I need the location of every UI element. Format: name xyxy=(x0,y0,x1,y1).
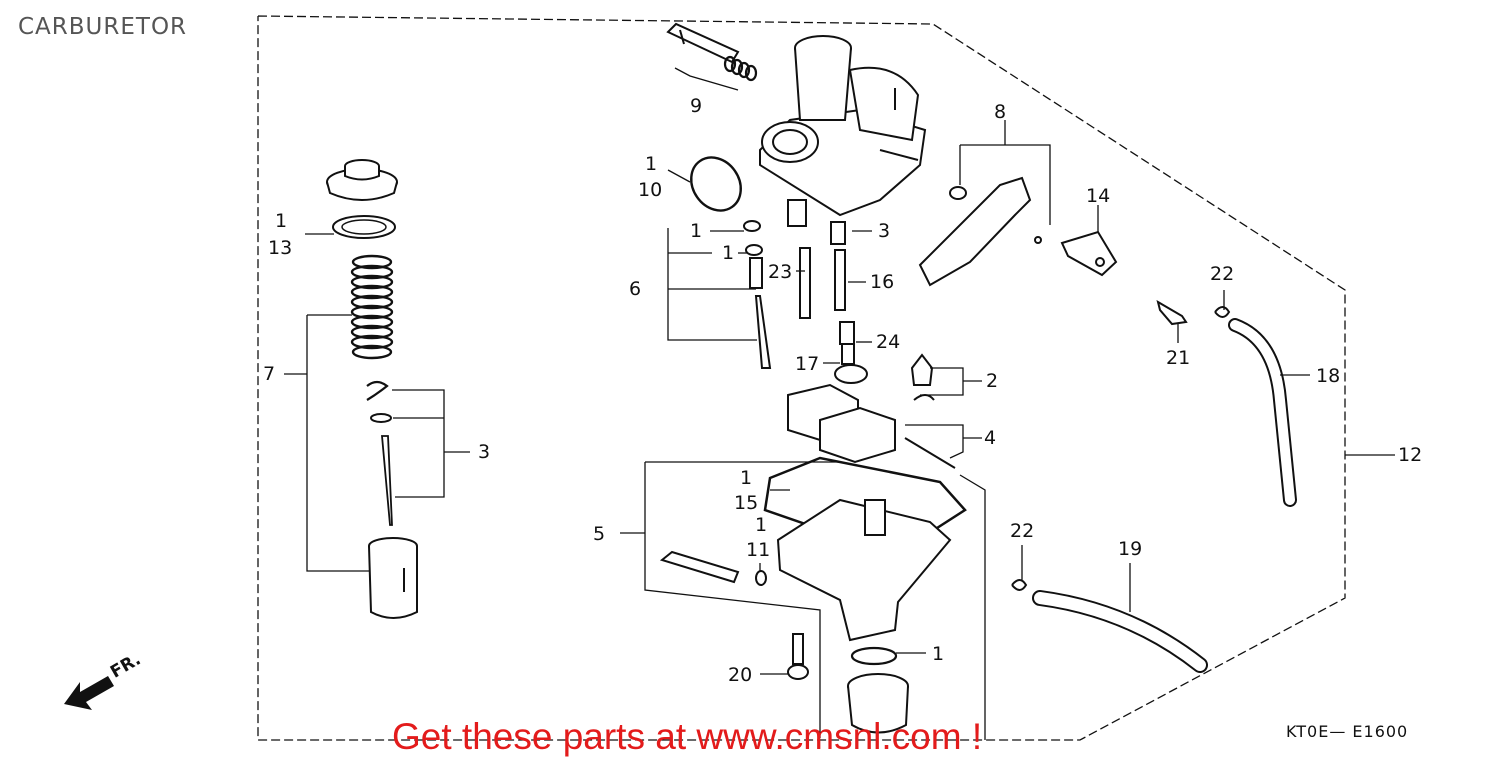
idle-spring xyxy=(723,55,758,82)
callout-16: 16 xyxy=(870,271,894,293)
callout-11: 11 xyxy=(746,539,770,561)
callout-3-needle: 3 xyxy=(478,441,490,463)
callout-24: 24 xyxy=(876,331,900,353)
callout-17: 17 xyxy=(795,353,819,375)
jet-needle xyxy=(381,435,393,526)
callout-1-airscrew-a: 1 xyxy=(690,220,702,242)
air-screw-set xyxy=(743,220,772,369)
drain-washer xyxy=(755,570,767,586)
callout-1-plug: 1 xyxy=(932,643,944,665)
needle-washer xyxy=(370,413,392,423)
callout-18: 18 xyxy=(1316,365,1340,387)
overflow-tube-18-inner xyxy=(1230,320,1295,505)
callout-8: 8 xyxy=(994,101,1006,123)
throttle-spring xyxy=(350,254,394,360)
main-jet xyxy=(834,321,868,384)
throttle-cap xyxy=(326,159,398,201)
callout-6: 6 xyxy=(629,278,641,300)
float-valve xyxy=(910,353,935,401)
float-chamber xyxy=(776,498,952,642)
callout-1-airscrew-b: 1 xyxy=(722,242,734,264)
needle-clip xyxy=(366,380,389,401)
callout-4: 4 xyxy=(984,427,996,449)
callout-14: 14 xyxy=(1086,185,1110,207)
drain-plug-washer xyxy=(850,646,898,666)
carburetor-body xyxy=(759,35,927,227)
page-title: CARBURETOR xyxy=(18,14,188,40)
throttle-valve xyxy=(368,537,418,619)
idle-screw xyxy=(666,22,740,64)
callout-12: 12 xyxy=(1398,444,1422,466)
front-arrow-icon xyxy=(64,676,114,710)
callout-3-needle-jet: 3 xyxy=(878,220,890,242)
callout-7: 7 xyxy=(263,363,275,385)
callout-20: 20 xyxy=(728,664,752,686)
assembly-boundary xyxy=(257,15,1346,741)
callout-21: 21 xyxy=(1166,347,1190,369)
drain-tube-19 xyxy=(1032,590,1208,673)
clip-22-upper xyxy=(1214,306,1231,318)
cable-holder xyxy=(1060,230,1118,277)
promo-link-text[interactable]: Get these parts at www.cmsnl.com ! xyxy=(392,716,983,757)
callout-19: 19 xyxy=(1118,538,1142,560)
cap-washer xyxy=(332,215,396,239)
callout-1-oring: 1 xyxy=(645,153,657,175)
needle-jet xyxy=(830,221,846,311)
float-chamber-gasket xyxy=(763,456,967,557)
drain-screw xyxy=(659,550,740,584)
callout-5: 5 xyxy=(593,523,605,545)
callout-1-gasket: 1 xyxy=(740,467,752,489)
screw-20 xyxy=(787,633,809,680)
screw-21 xyxy=(1156,299,1188,326)
callout-10: 10 xyxy=(638,179,662,201)
callout-1-cap: 1 xyxy=(275,210,287,232)
callout-23: 23 xyxy=(768,261,792,283)
drain-plug xyxy=(847,673,909,734)
callout-22-upper: 22 xyxy=(1210,263,1234,285)
callout-13: 13 xyxy=(268,237,292,259)
float xyxy=(787,383,956,469)
diagram-code: KT0E— E1600 xyxy=(1286,722,1409,741)
slow-jet xyxy=(799,247,811,319)
callout-2: 2 xyxy=(986,370,998,392)
leader-lines xyxy=(284,67,1395,740)
callout-1-drain: 1 xyxy=(755,514,767,536)
choke-lever xyxy=(918,176,1042,287)
callout-22-lower: 22 xyxy=(1010,520,1034,542)
callout-9: 9 xyxy=(690,95,702,117)
clip-22-lower xyxy=(1011,579,1028,591)
callout-15: 15 xyxy=(734,492,758,514)
o-ring xyxy=(690,156,742,212)
